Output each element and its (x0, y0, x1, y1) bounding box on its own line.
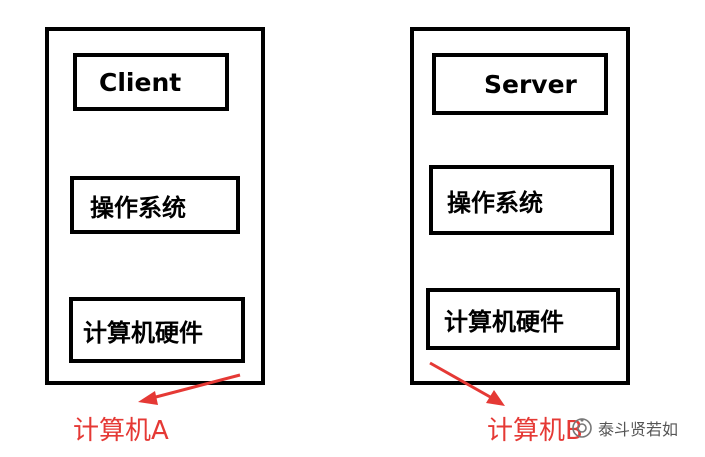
computer-a-os-layer: 操作系统 (70, 176, 240, 234)
computer-a-hardware-layer: 计算机硬件 (69, 297, 245, 363)
computer-a-os-label: 操作系统 (90, 193, 186, 222)
computer-b-server-label: Server (484, 69, 577, 99)
computer-b-box (410, 27, 630, 385)
computer-b-hardware-layer: 计算机硬件 (426, 288, 620, 350)
computer-a-client-label: Client (99, 67, 182, 97)
wechat-official-account-icon (572, 418, 592, 438)
computer-b-os-label: 操作系统 (447, 188, 543, 217)
computer-b-hardware-label: 计算机硬件 (444, 307, 564, 336)
computer-a-caption: 计算机A (73, 416, 169, 446)
watermark-text: 泰斗贤若如 (598, 420, 679, 439)
computer-b-caption: 计算机B (487, 416, 583, 446)
computer-b-pointer-line (429, 361, 493, 400)
watermark: 泰斗贤若如 (571, 416, 678, 440)
computer-a-arrowhead (138, 391, 158, 405)
computer-b-os-layer: 操作系统 (429, 165, 614, 235)
computer-a-client-layer: Client (73, 53, 229, 111)
computer-b-arrowhead (486, 390, 505, 406)
computer-a-hardware-label: 计算机硬件 (83, 318, 203, 347)
computer-a-pointer-line (151, 373, 241, 400)
computer-b-server-layer: Server (432, 53, 608, 115)
